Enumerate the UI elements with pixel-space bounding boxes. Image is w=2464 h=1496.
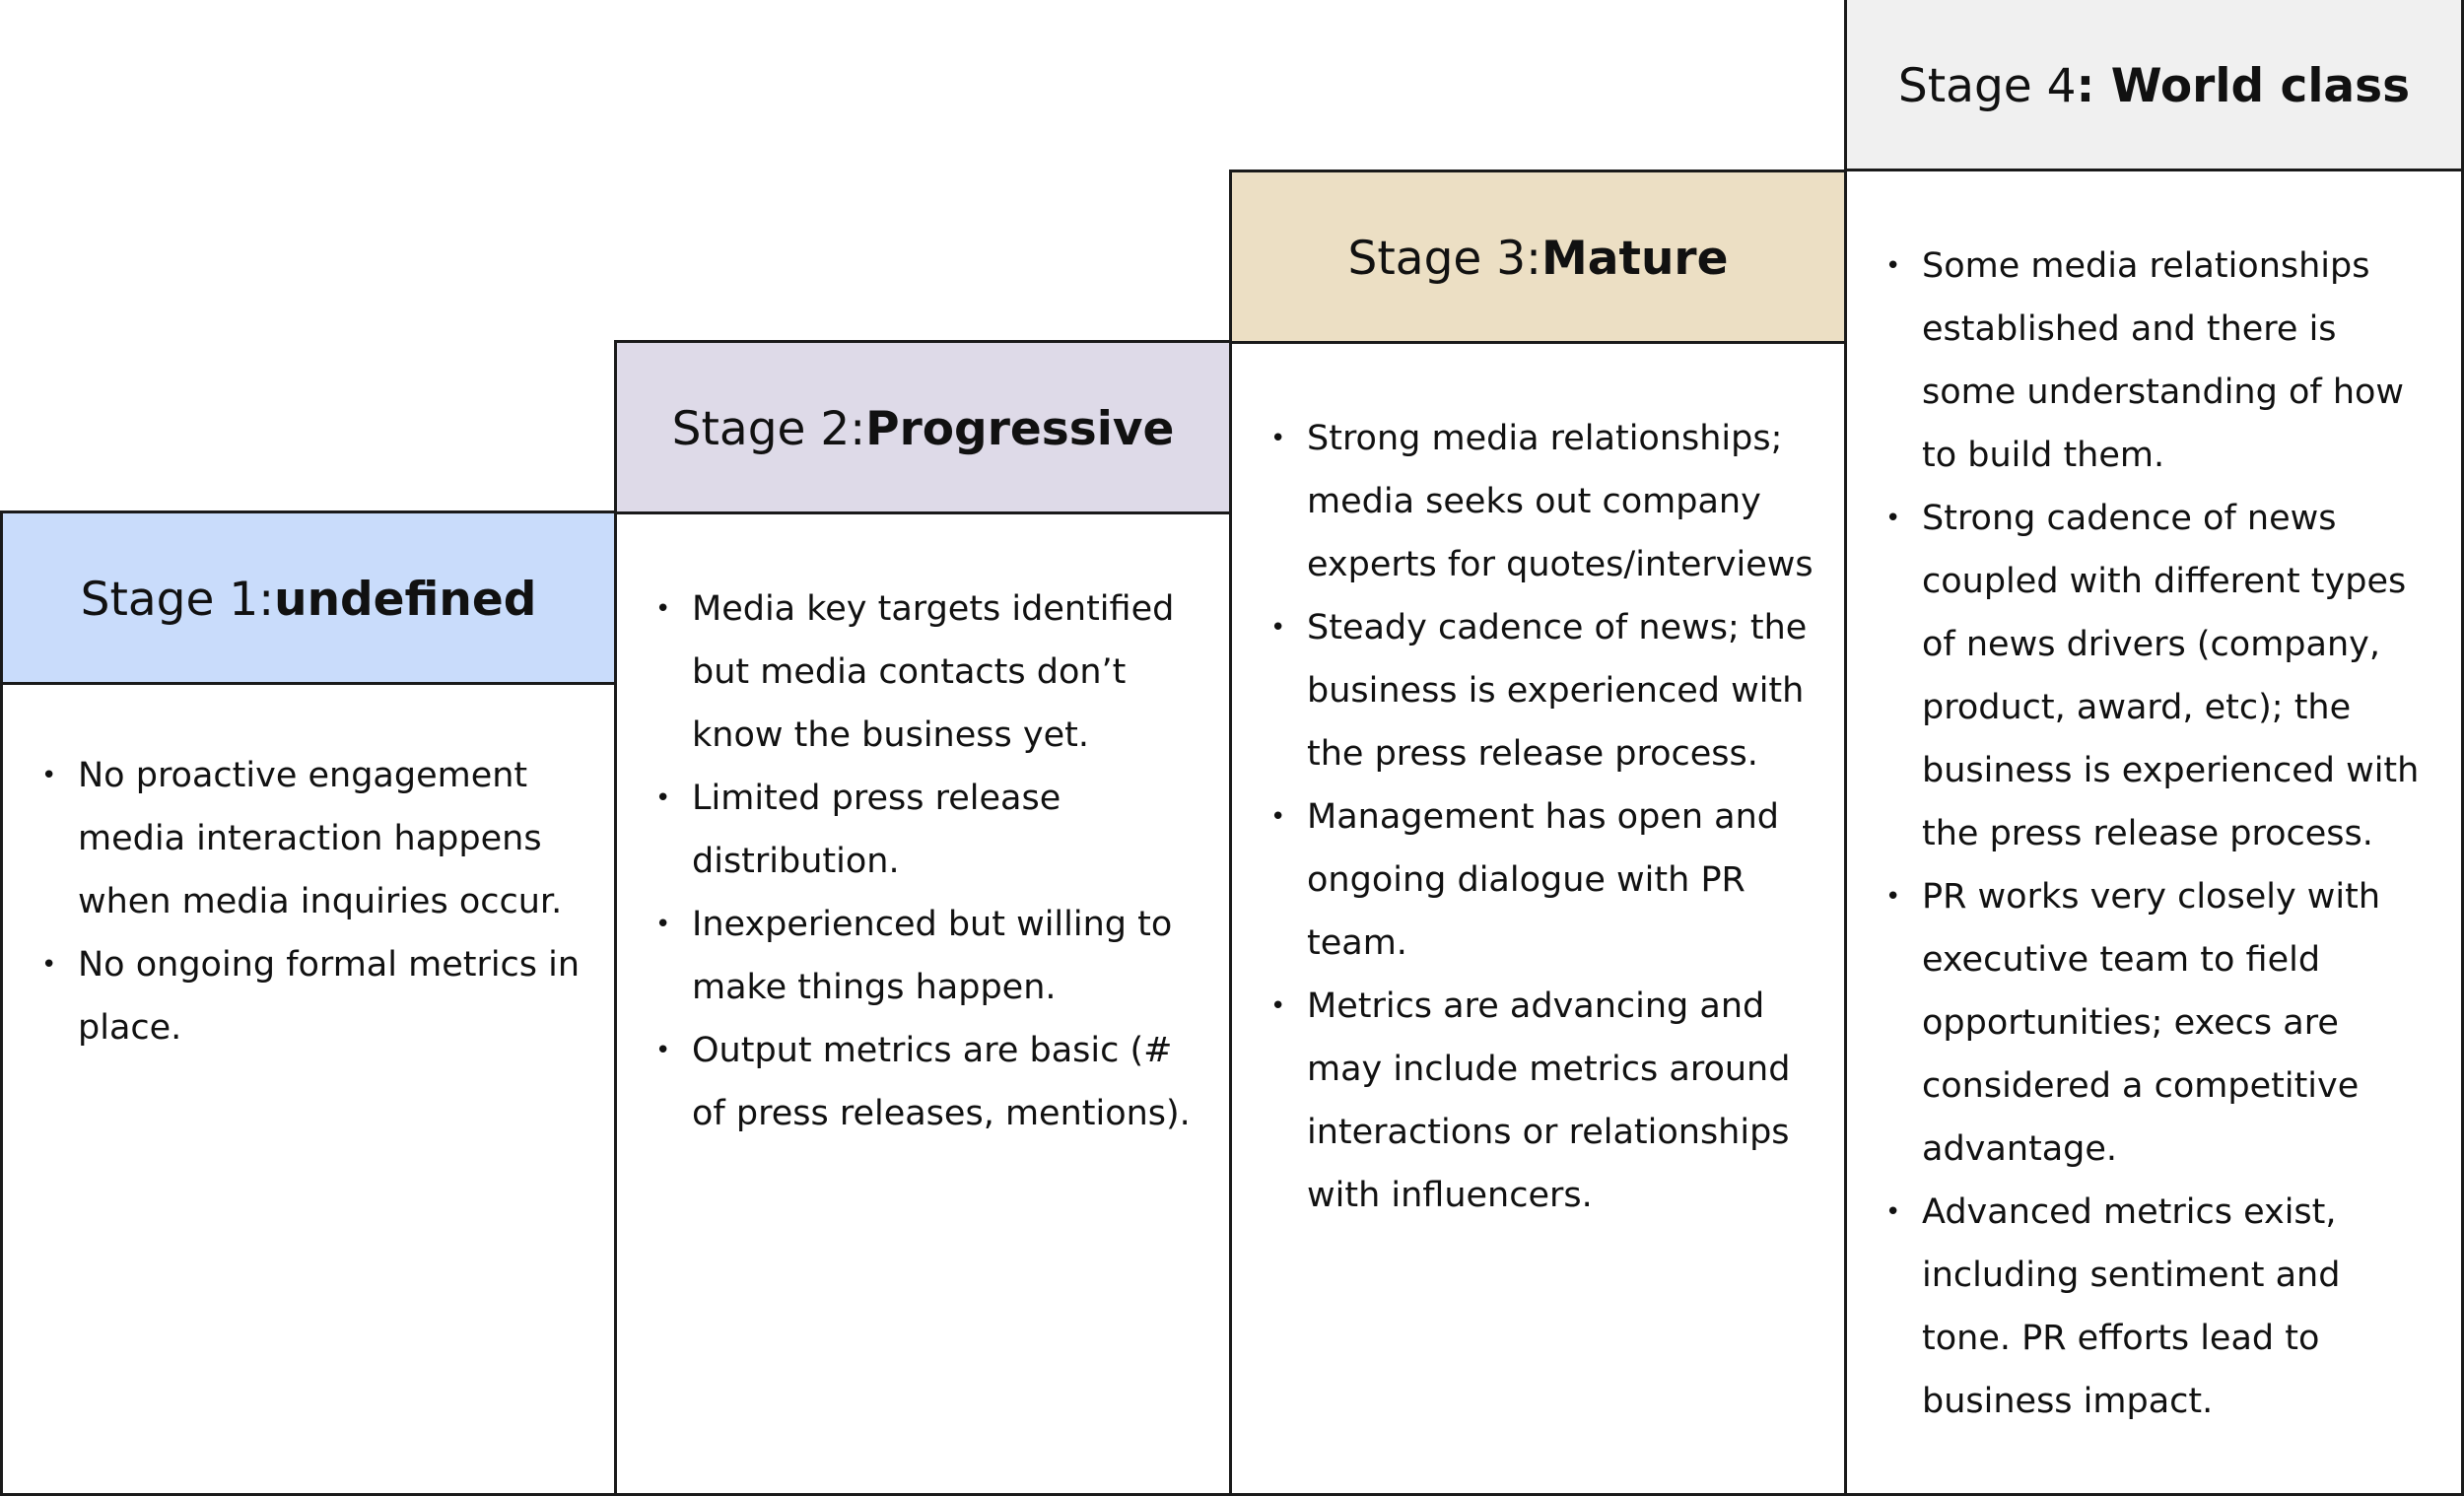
bullet-line: business is experienced with — [1307, 671, 1805, 711]
stage-2-header: Stage 2: Progressive — [617, 343, 1229, 514]
bullet-line: including sentiment and — [1922, 1256, 2341, 1295]
bullet-line: Management has open and — [1307, 797, 1779, 837]
stage-4-header: Stage 4: World class — [1847, 0, 2461, 171]
bullet-item: Strong media relationships; media seeks … — [1270, 407, 1828, 596]
bullet-line: Limited press release — [692, 779, 1061, 818]
bullet-line: place. — [78, 1008, 182, 1048]
stage-1-column: Stage 1: undefined No proactive engageme… — [0, 510, 617, 1496]
bullet-line: PR works very closely with — [1922, 877, 2381, 917]
bullet-line: coupled with different types — [1922, 562, 2407, 601]
bullet-line: Strong media relationships; — [1307, 419, 1783, 458]
bullet-item: PR works very closely with executive tea… — [1885, 865, 2445, 1181]
bullet-line: the press release process. — [1922, 814, 2373, 853]
bullet-item: No ongoing formal metrics in place. — [41, 933, 598, 1059]
bullet-item: No proactive engagement media interactio… — [41, 744, 598, 933]
bullet-line: media seeks out company — [1307, 482, 1761, 521]
bullet-line: advantage. — [1922, 1129, 2118, 1169]
stage-1-bullets: No proactive engagement media interactio… — [41, 744, 598, 1059]
bullet-line: Advanced metrics exist, — [1922, 1192, 2337, 1232]
bullet-line: opportunities; execs are — [1922, 1003, 2339, 1043]
bullet-line: experts for quotes/interviews — [1307, 545, 1814, 584]
bullet-line: interactions or relationships — [1307, 1113, 1790, 1152]
bullet-line: established and there is — [1922, 309, 2337, 349]
bullet-line: Metrics are advancing and — [1307, 986, 1765, 1026]
stage-1-body: No proactive engagement media interactio… — [3, 685, 614, 1059]
bullet-line: executive team to field — [1922, 940, 2321, 980]
stage-1-name: undefined — [274, 573, 537, 627]
bullet-line: Steady cadence of news; the — [1307, 608, 1808, 647]
bullet-line: considered a competitive — [1922, 1066, 2360, 1106]
stage-4-name: : World class — [2076, 59, 2411, 113]
bullet-item: Management has open and ongoing dialogue… — [1270, 785, 1828, 975]
bullet-item: Metrics are advancing and may include me… — [1270, 975, 1828, 1227]
bullet-line: Media key targets identified — [692, 589, 1175, 629]
bullet-line: business is experienced with — [1922, 751, 2420, 790]
bullet-line: No proactive engagement — [78, 756, 528, 795]
bullet-line: No ongoing formal metrics in — [78, 945, 581, 985]
stage-3-bullets: Strong media relationships; media seeks … — [1270, 407, 1828, 1227]
bullet-item: Advanced metrics exist, including sentim… — [1885, 1181, 2445, 1433]
bullet-line: team. — [1307, 923, 1407, 963]
bullet-line: Some media relationships — [1922, 246, 2370, 286]
bullet-line: may include metrics around — [1307, 1050, 1791, 1089]
bullet-line: product, award, etc); the — [1922, 688, 2352, 727]
stage-3-header: Stage 3: Mature — [1232, 172, 1844, 344]
bullet-item: Strong cadence of news coupled with diff… — [1885, 487, 2445, 865]
stage-4-bullets: Some media relationships established and… — [1885, 235, 2445, 1433]
bullet-item: Steady cadence of news; the business is … — [1270, 596, 1828, 785]
stage-2-body: Media key targets identified but media c… — [617, 514, 1229, 1145]
bullet-item: Output metrics are basic (# of press rel… — [655, 1019, 1213, 1145]
bullet-line: some understanding of how — [1922, 373, 2405, 412]
bullet-item: Media key targets identified but media c… — [655, 578, 1213, 767]
bullet-line: make things happen. — [692, 968, 1057, 1007]
stage-3-name: Mature — [1541, 232, 1729, 286]
bullet-item: Some media relationships established and… — [1885, 235, 2445, 487]
stage-3-body: Strong media relationships; media seeks … — [1232, 344, 1844, 1227]
bullet-line: Inexperienced but willing to — [692, 905, 1173, 944]
bullet-line: business impact. — [1922, 1382, 2214, 1421]
stage-4-label: Stage 4 — [1897, 59, 2077, 113]
stage-4-column: Stage 4: World class Some media relation… — [1844, 0, 2464, 1496]
bullet-line: of press releases, mentions). — [692, 1094, 1191, 1133]
bullet-line: Strong cadence of news — [1922, 499, 2337, 538]
stage-4-body: Some media relationships established and… — [1847, 171, 2461, 1433]
bullet-line: know the business yet. — [692, 715, 1089, 755]
stage-2-label: Stage 2: — [671, 402, 866, 456]
bullet-line: the press release process. — [1307, 734, 1758, 774]
stage-1-label: Stage 1: — [80, 573, 275, 627]
bullet-line: tone. PR efforts lead to — [1922, 1319, 2320, 1358]
bullet-line: when media inquiries occur. — [78, 882, 563, 921]
stage-1-header: Stage 1: undefined — [3, 513, 614, 685]
bullet-line: with influencers. — [1307, 1176, 1593, 1215]
bullet-line: Output metrics are basic (# — [692, 1031, 1173, 1070]
stage-2-bullets: Media key targets identified but media c… — [655, 578, 1213, 1145]
bullet-line: ongoing dialogue with PR — [1307, 860, 1745, 900]
bullet-line: of news drivers (company, — [1922, 625, 2380, 664]
stage-2-name: Progressive — [865, 402, 1175, 456]
bullet-line: distribution. — [692, 842, 900, 881]
bullet-item: Inexperienced but willing to make things… — [655, 893, 1213, 1019]
bullet-line: to build them. — [1922, 436, 2165, 475]
bullet-item: Limited press release distribution. — [655, 767, 1213, 893]
stage-3-column: Stage 3: Mature Strong media relationshi… — [1229, 170, 1847, 1496]
stage-3-label: Stage 3: — [1347, 232, 1542, 286]
stage-2-column: Stage 2: Progressive Media key targets i… — [614, 340, 1232, 1496]
bullet-line: but media contacts don’t — [692, 652, 1127, 692]
bullet-line: media interaction happens — [78, 819, 542, 858]
